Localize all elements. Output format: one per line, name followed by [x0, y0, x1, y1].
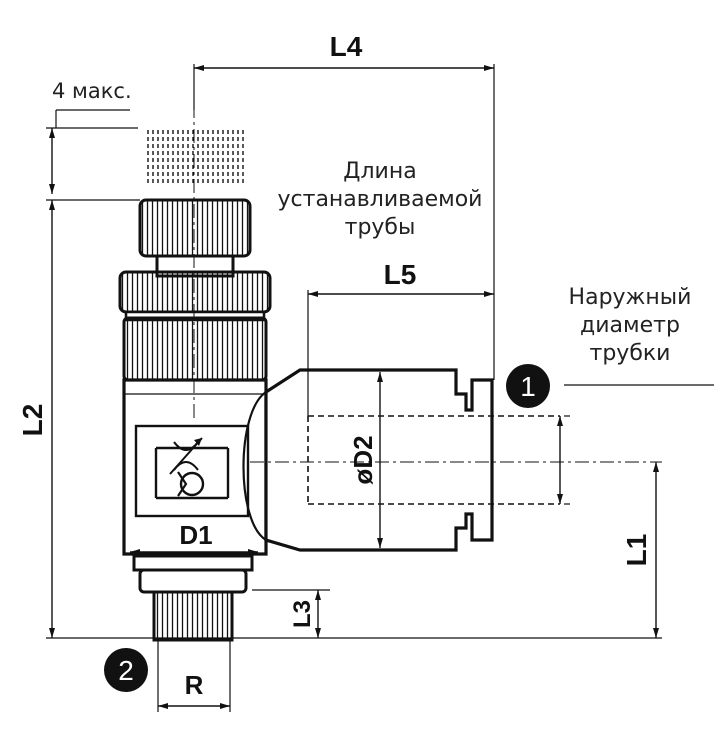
- tube-length-line1: Длина: [343, 159, 416, 184]
- dim-l1: L1: [621, 534, 652, 567]
- tube-length-line3: трубы: [345, 215, 416, 240]
- knurled-sleeve: [122, 316, 268, 382]
- adjustment-knob: [138, 198, 252, 278]
- dim-d1: D1: [179, 520, 212, 550]
- lock-nut: [118, 270, 272, 322]
- dimension-lines: [49, 65, 659, 709]
- dim-l5: L5: [384, 259, 417, 290]
- dim-l3: L3: [289, 600, 316, 628]
- outer-diameter-note: Наружный диаметр трубки: [569, 285, 692, 366]
- extension-lines: [46, 64, 714, 712]
- outer-diameter-line2: диаметр: [580, 313, 680, 338]
- tube-length-note: Длина устанавливаемой трубы: [278, 159, 483, 240]
- tube-length-line2: устанавливаемой: [278, 187, 483, 212]
- marker-2: 2: [104, 648, 148, 692]
- dim-r: R: [185, 670, 204, 700]
- max-note: 4 макс.: [52, 79, 132, 103]
- marker-1-label: 1: [520, 371, 536, 402]
- marker-1: 1: [506, 364, 550, 408]
- dim-l4: L4: [330, 31, 363, 62]
- dim-l2: L2: [17, 404, 48, 437]
- dim-d2: øD2: [348, 435, 378, 484]
- outer-diameter-line3: трубки: [590, 341, 671, 366]
- flow-control-symbol: [134, 424, 250, 518]
- marker-2-label: 2: [118, 655, 134, 686]
- center-lines: [193, 104, 662, 463]
- ghost-knob: [147, 130, 244, 186]
- outer-diameter-line1: Наружный: [569, 285, 692, 310]
- threaded-base: [132, 554, 254, 642]
